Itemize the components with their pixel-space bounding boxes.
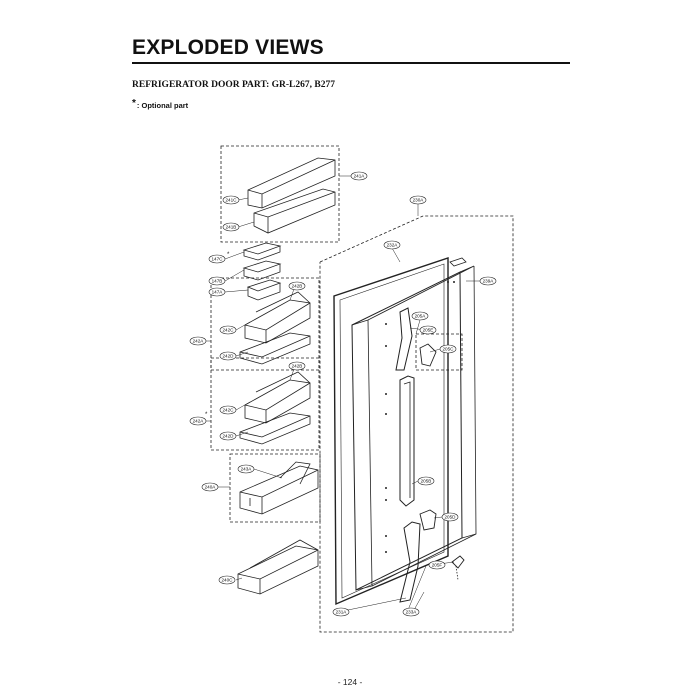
label-231A: 231A: [332, 607, 350, 617]
svg-text:205C: 205C: [443, 347, 455, 352]
svg-text:242A: 242A: [193, 419, 205, 424]
label-230A: 230A: [409, 195, 427, 205]
optional-note-text: : Optional part: [136, 101, 189, 110]
svg-text:241B: 241B: [226, 225, 237, 230]
label-205A: 205A: [411, 311, 429, 321]
title-rule: [132, 62, 570, 64]
svg-text:205A: 205A: [415, 314, 427, 319]
page-title: EXPLODED VIEWS: [132, 36, 324, 59]
label-241A: 241A: [350, 171, 368, 181]
bottom-bin-part: [237, 539, 319, 595]
label-242C-upper: 242C: [219, 325, 237, 335]
optional-mark-242A: *: [205, 412, 208, 418]
svg-text:241C: 241C: [226, 198, 238, 203]
svg-text:233A: 233A: [406, 610, 418, 615]
label-242B-lower: 242B: [288, 361, 306, 371]
svg-text:231A: 231A: [336, 610, 348, 615]
label-240C: 240C: [218, 575, 236, 585]
svg-text:147C: 147C: [212, 257, 224, 262]
group-box-handle-cap: [415, 333, 463, 371]
label-241B: 241B: [222, 222, 240, 232]
label-205E: 205E: [419, 325, 437, 335]
label-205C: 205C: [439, 344, 457, 354]
group-box-dispenser-bin: [229, 453, 321, 523]
door-gasket-part: [333, 257, 449, 606]
door-handle-part: [395, 307, 465, 603]
label-242A-upper: 242A: [189, 336, 207, 346]
optional-mark-147C: *: [227, 252, 230, 258]
svg-text:230A: 230A: [413, 198, 425, 203]
optional-part-note: *: Optional part: [132, 98, 188, 110]
label-242C-lower: 242C: [219, 405, 237, 415]
svg-text:232A: 232A: [387, 243, 399, 248]
page-number: - 124 -: [337, 677, 363, 687]
label-243A: 243A: [237, 464, 255, 474]
label-242D-lower: 242D: [219, 431, 237, 441]
label-232A: 232A: [383, 240, 401, 250]
label-241C: 241C: [222, 195, 240, 205]
dispenser-bin-part: [239, 461, 319, 515]
label-205D: 205D: [441, 512, 459, 522]
label-147C: 147C*: [208, 252, 230, 264]
svg-text:242C: 242C: [223, 408, 235, 413]
svg-text:205E: 205E: [423, 328, 434, 333]
group-box-top-basket: [220, 145, 340, 243]
door-shelf-2-part: [239, 371, 311, 445]
svg-text:242A: 242A: [193, 339, 205, 344]
door-screws: [385, 281, 455, 553]
svg-text:241A: 241A: [354, 174, 366, 179]
svg-text:147B: 147B: [212, 279, 223, 284]
label-233A: 233A: [402, 607, 420, 617]
svg-text:242B: 242B: [292, 364, 303, 369]
door-shelf-1-part: [239, 291, 311, 365]
label-205B: 205B: [417, 476, 435, 486]
label-242B-upper: 242B: [288, 281, 306, 291]
label-240A: 240A: [201, 482, 219, 492]
svg-text:242D: 242D: [223, 354, 235, 359]
label-242D-upper: 242D: [219, 351, 237, 361]
label-205F: 205F: [428, 560, 446, 570]
svg-text:242C: 242C: [223, 328, 235, 333]
label-147A: 147A: [208, 287, 226, 297]
svg-text:240A: 240A: [205, 485, 217, 490]
label-242A-lower: 242A*: [189, 412, 208, 426]
group-box-door: [319, 215, 514, 633]
svg-text:205F: 205F: [432, 563, 443, 568]
svg-text:147A: 147A: [212, 290, 224, 295]
svg-text:243A: 243A: [241, 467, 253, 472]
optional-symbol: *: [132, 98, 136, 109]
svg-text:205D: 205D: [445, 515, 457, 520]
label-239A: 239A: [479, 276, 497, 286]
svg-text:205B: 205B: [421, 479, 432, 484]
top-basket-part: [247, 157, 336, 234]
svg-text:242B: 242B: [292, 284, 303, 289]
leader-lines: [206, 175, 480, 611]
svg-text:240C: 240C: [222, 578, 234, 583]
part-labels: 241A 241C 241B 230A 232A 147C* 147B 147A…: [189, 171, 497, 617]
svg-text:242D: 242D: [223, 434, 235, 439]
page-subtitle: REFRIGERATOR DOOR PART: GR-L267, B277: [132, 80, 335, 90]
label-147B: 147B: [208, 276, 226, 286]
svg-text:239A: 239A: [483, 279, 495, 284]
egg-tray-part: [242, 242, 282, 301]
door-body-part: [351, 257, 477, 591]
